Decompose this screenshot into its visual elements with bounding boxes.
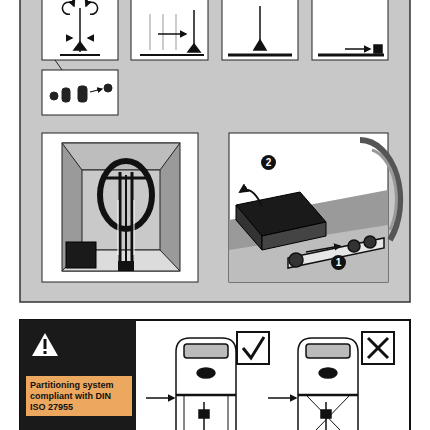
floor-rail-detail: [229, 133, 400, 282]
bolt-inset: [42, 60, 118, 115]
warning-note-box: Partitioning system compliant with DIN I…: [26, 376, 132, 416]
bike-stand-step-3: [228, 6, 292, 55]
upper-panel: [20, 0, 410, 302]
van-top-view-correct: [146, 338, 236, 430]
warning-panel: [20, 320, 410, 430]
storage-box: [236, 190, 326, 250]
callout-number: 1: [331, 255, 346, 270]
rail-step-4: [318, 45, 384, 55]
warning-triangle: [32, 333, 58, 356]
cross-box: [362, 332, 394, 364]
rail-and-wheel: [288, 140, 400, 268]
van-top-view-wrong: [268, 338, 358, 430]
warning-text: Partitioning system compliant with DIN I…: [30, 380, 128, 412]
callout-number: 2: [261, 155, 276, 170]
check-box: [237, 332, 269, 364]
van-interior-view: [42, 133, 198, 282]
bike-stand-step-1: [60, 2, 100, 55]
bike-stand-step-2: [140, 10, 204, 55]
